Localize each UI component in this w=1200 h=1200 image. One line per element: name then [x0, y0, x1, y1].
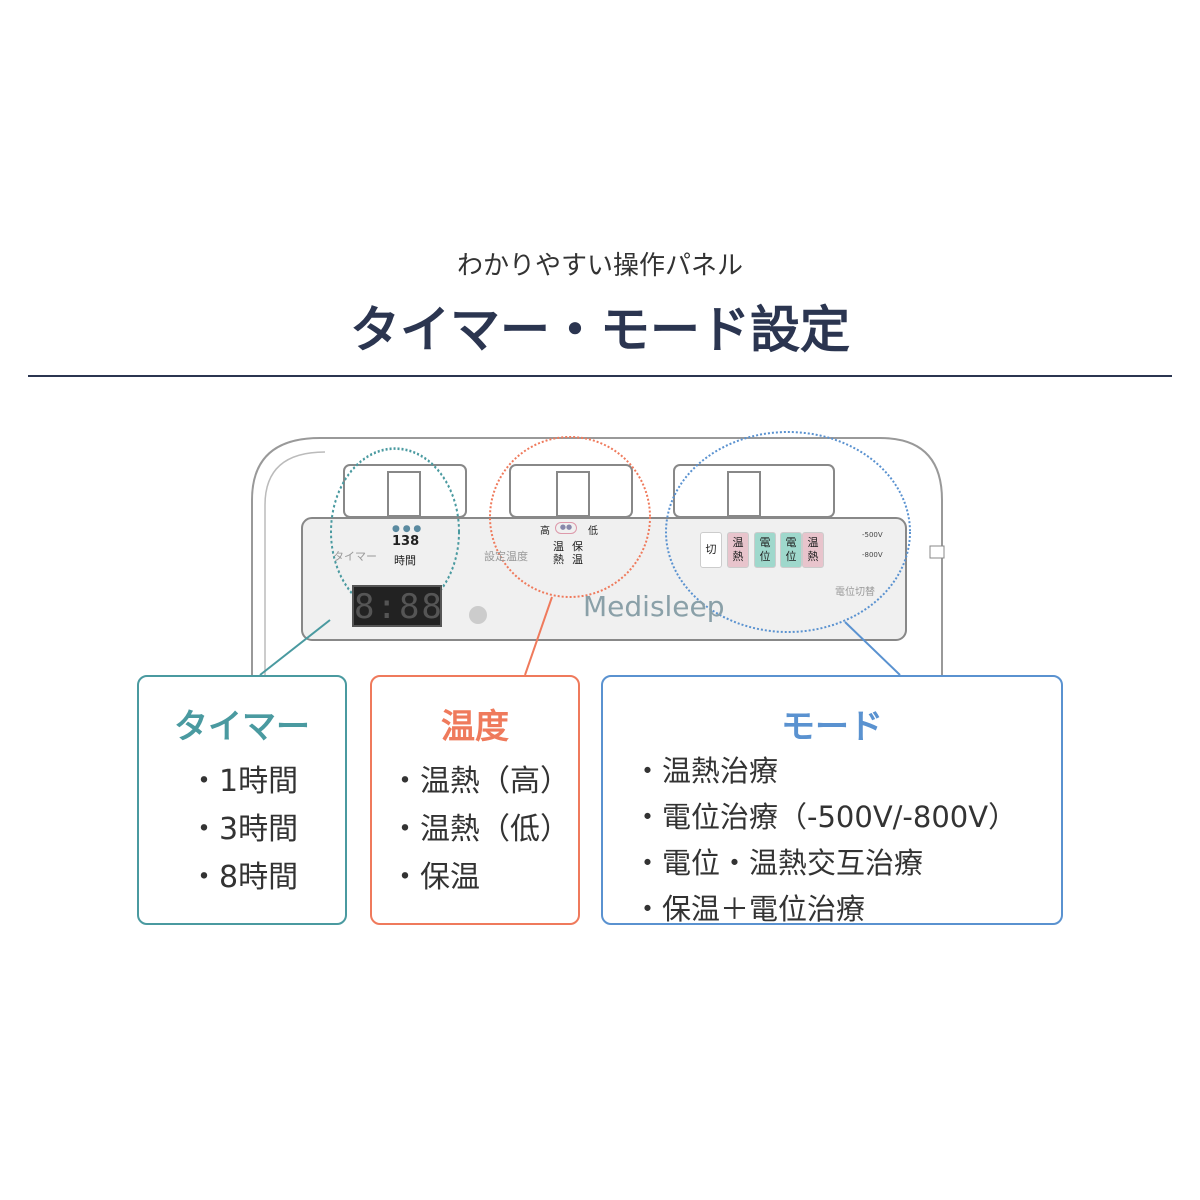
list-item: ・電位・温熱交互治療 [633, 846, 924, 880]
list-item: ・3時間 [189, 812, 299, 847]
list-item: ・8時間 [189, 860, 299, 895]
timer-indicator-dots: ● ● ● [392, 524, 422, 534]
timer-box-title: タイマー [174, 707, 310, 747]
timer-box: タイマー ・1時間 ・3時間 ・8時間 [137, 675, 347, 925]
mode-box-title: モード [781, 707, 883, 747]
temperature-box: 温度 ・温熱（高） ・温熱（低） ・保温 [370, 675, 580, 925]
mode-potential-button[interactable]: 電位 [754, 532, 776, 568]
list-item: ・1時間 [189, 764, 299, 799]
list-item: ・電位治療（-500V/-800V） [633, 800, 1018, 834]
page-title: タイマー・モード設定 [350, 301, 850, 359]
mode-box: モード ・温熱治療 ・電位治療（-500V/-800V） ・電位・温熱交互治療 … [601, 675, 1063, 926]
volt-500-label: -500V [862, 531, 883, 539]
mode-alternate-potential[interactable]: 電位 [780, 532, 802, 568]
temp-heat-button[interactable]: 温熱 [553, 540, 564, 566]
list-item: ・保温 [390, 860, 480, 895]
timer-unit: 時間 [394, 554, 416, 567]
temp-high: 高 [540, 526, 550, 537]
timer-label: タイマー [333, 550, 377, 563]
mode-heat-button[interactable]: 温熱 [727, 532, 749, 568]
volt-800-label: -800V [862, 551, 883, 559]
divider [28, 375, 1172, 377]
list-item: ・温熱治療 [633, 754, 779, 788]
subtitle: わかりやすい操作パネル [456, 251, 743, 281]
device-illustration [251, 431, 945, 676]
mode-off-button[interactable]: 切 [700, 532, 722, 568]
temperature-box-title: 温度 [441, 707, 509, 747]
brand-logo: Medisleep [583, 590, 725, 623]
timer-hours[interactable]: 138 [392, 534, 420, 549]
list-item: ・温熱（高） [390, 764, 570, 799]
volt-switch-label: 電位切替 [835, 587, 875, 598]
list-item: ・保温＋電位治療 [633, 892, 866, 926]
mode-alternate-heat[interactable]: 温熱 [802, 532, 824, 568]
timer-display: 8:88 [352, 585, 444, 627]
temp-keep-button[interactable]: 保温 [572, 540, 583, 566]
temp-low: 低 [588, 526, 598, 537]
list-item: ・温熱（低） [390, 812, 570, 847]
temp-indicator: ●● [555, 522, 577, 534]
temp-label: 設定温度 [484, 550, 528, 563]
